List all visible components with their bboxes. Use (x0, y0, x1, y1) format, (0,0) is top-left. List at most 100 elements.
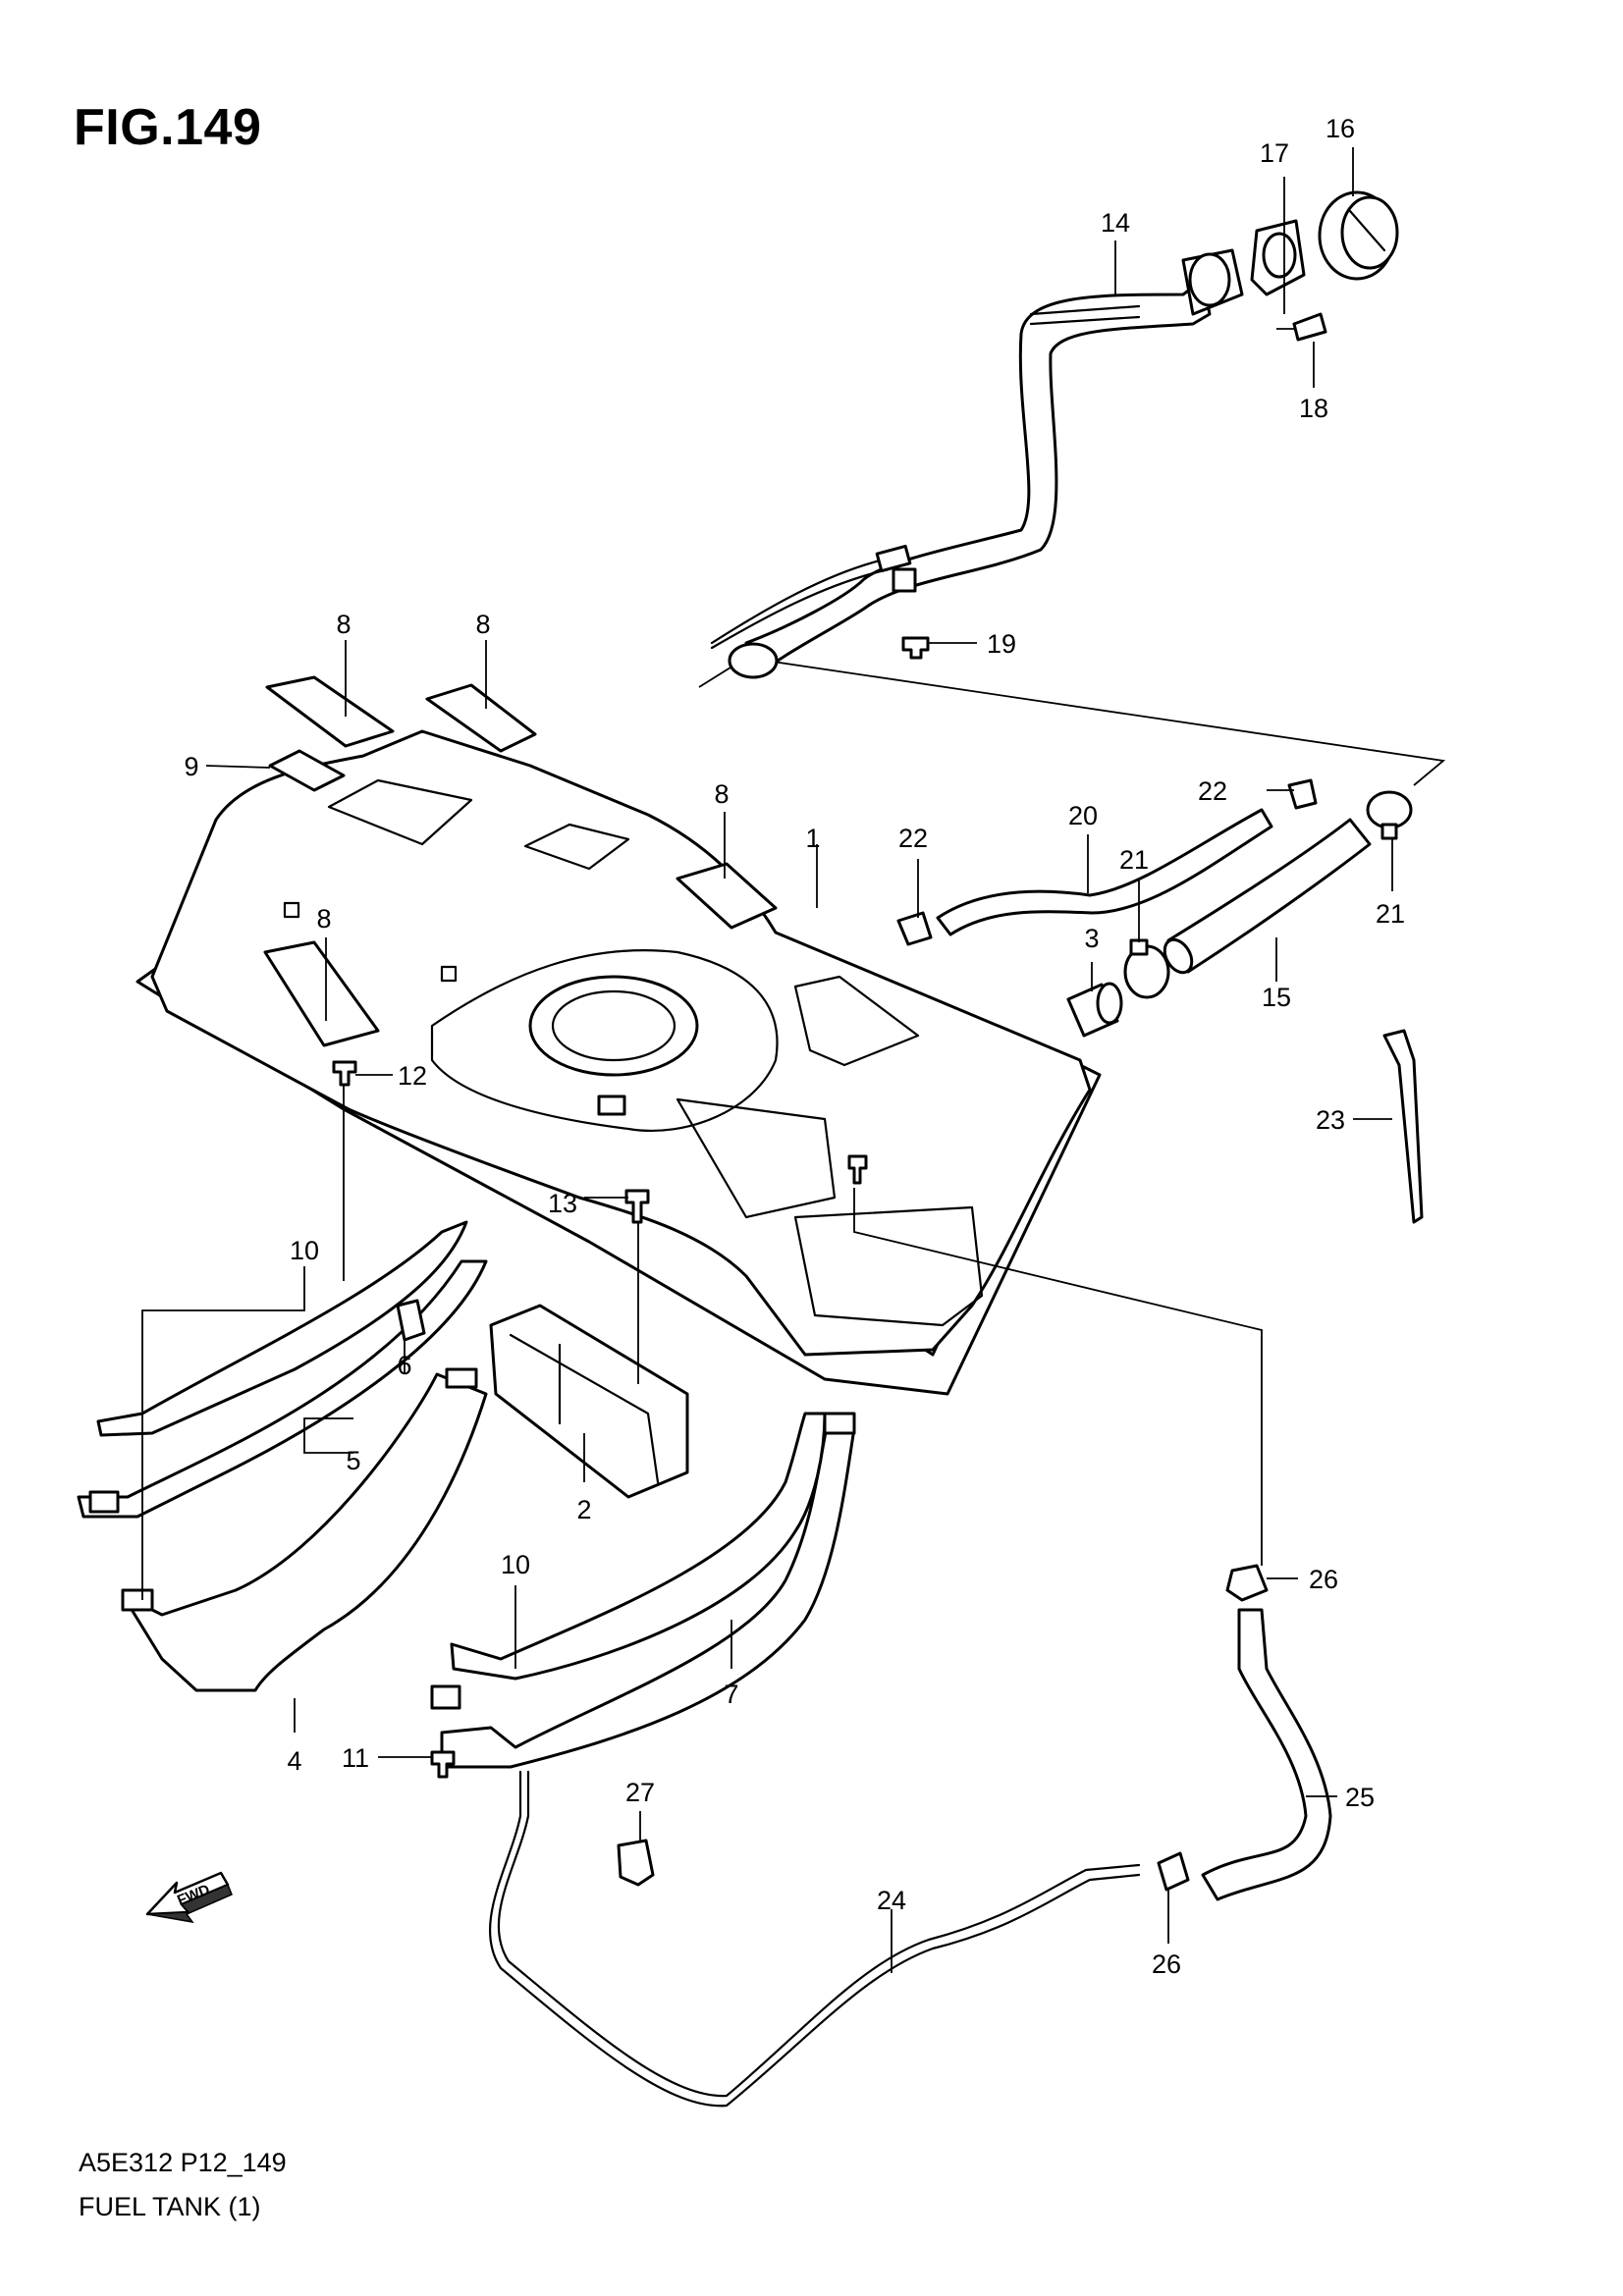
hose-20 (936, 808, 1273, 936)
clamp-21-right (1366, 790, 1413, 829)
callout-7: 7 (724, 1680, 738, 1709)
tank-connector (597, 1095, 626, 1116)
callout-24: 24 (877, 1886, 906, 1915)
leader-lines (141, 147, 1393, 1973)
protector-4-tab (121, 1588, 154, 1612)
figure-code: A5E312 P12_149 (79, 2148, 287, 2177)
callout-27: 27 (625, 1778, 655, 1807)
callout-labels: 16 17 14 18 19 8 8 9 8 1 8 22 20 22 21 2… (184, 114, 1405, 1979)
pipe-bracket-tab (892, 567, 917, 593)
tank-dome (430, 949, 779, 1132)
pad-8-right (676, 862, 778, 930)
clamp-26-bottom (1157, 1851, 1190, 1892)
pad-8-top-left (265, 675, 395, 748)
vent-pipe-24 (488, 1770, 1141, 2108)
callout-1: 1 (805, 824, 820, 853)
pad-8-side (263, 940, 380, 1047)
hose-group (896, 778, 1424, 1224)
filler-pipe (744, 278, 1212, 679)
callout-10b: 10 (501, 1550, 530, 1579)
callout-5: 5 (346, 1446, 360, 1475)
bracket-6 (396, 1299, 426, 1342)
fuel-cap-grip (1348, 209, 1386, 252)
callout-6: 6 (397, 1351, 411, 1380)
alignment-line (698, 657, 1446, 786)
callout-13: 13 (548, 1189, 577, 1218)
pad-8-top-mid (425, 683, 537, 753)
clip-27 (617, 1839, 655, 1887)
figure-title: FIG.149 (74, 99, 262, 156)
figure-name: FUEL TANK (1) (79, 2192, 261, 2221)
callout-26b: 26 (1152, 1949, 1181, 1979)
pump-opening-inner (551, 989, 676, 1062)
tank-recess-4 (676, 1097, 837, 1219)
callout-21b: 21 (1376, 899, 1405, 929)
callout-11: 11 (342, 1743, 369, 1773)
callout-19: 19 (987, 629, 1016, 659)
heat-shield-2 (489, 1304, 689, 1499)
tank-port-1 (283, 901, 300, 919)
callout-22a: 22 (898, 824, 928, 853)
callout-16: 16 (1325, 114, 1355, 143)
strap-10-upper (96, 1220, 468, 1437)
bolt-13 (624, 1189, 650, 1224)
strap-7-tab (430, 1684, 461, 1710)
tank-recess-5 (793, 1205, 984, 1327)
callout-14: 14 (1101, 208, 1130, 238)
clamp-21-left-screw (1129, 938, 1149, 956)
callout-8b: 8 (475, 610, 490, 639)
strap-5-tab (88, 1490, 120, 1514)
filler-gasket-hole (1262, 232, 1297, 279)
breather-tube (710, 558, 891, 650)
callout-17: 17 (1260, 138, 1289, 168)
filler-neck-group (698, 190, 1446, 786)
callout-26a: 26 (1309, 1565, 1338, 1594)
callout-20: 20 (1068, 801, 1098, 830)
clamp-26-top (1225, 1564, 1269, 1602)
fwd-arrow-icon: FWD (145, 1871, 233, 1924)
callout-22b: 22 (1198, 776, 1227, 806)
cable-tie-23 (1382, 1029, 1424, 1224)
fuel-tank-group (135, 675, 1102, 1396)
pad-9 (268, 749, 346, 792)
breather-tube-top (1029, 304, 1141, 326)
callout-8a: 8 (336, 610, 351, 639)
tank-recess-2 (523, 823, 630, 871)
tank-recess-1 (327, 778, 473, 846)
hose-15 (1166, 818, 1372, 974)
coupling-3-end (1096, 982, 1123, 1025)
screw-18 (1292, 312, 1327, 342)
filler-pipe-end (728, 642, 779, 679)
callout-21a: 21 (1119, 845, 1149, 875)
protector-4-top-tab (445, 1367, 478, 1389)
callout-12: 12 (398, 1061, 427, 1091)
strap-7-top-tab (823, 1412, 856, 1435)
clamp-22-top (1287, 778, 1318, 810)
clamp-21-right-screw (1380, 823, 1398, 840)
filler-neck-mouth (1188, 252, 1231, 307)
callout-23: 23 (1316, 1105, 1345, 1135)
straps-group (77, 1220, 856, 1779)
vent-leader (853, 1188, 1263, 1566)
callout-25: 25 (1345, 1783, 1375, 1812)
bolt-12 (332, 1060, 357, 1087)
tank-port-2 (440, 965, 458, 983)
vent-pipe-24-b (497, 1770, 1141, 2098)
bolt-19 (901, 636, 930, 660)
vent-line-group (488, 1188, 1332, 2108)
callout-8c: 8 (714, 779, 729, 809)
hose-25 (1201, 1608, 1332, 1901)
callout-8d: 8 (316, 904, 331, 934)
clamp-22-left (896, 911, 933, 946)
tank-recess-3 (793, 975, 920, 1067)
callout-15: 15 (1262, 983, 1291, 1012)
callout-2: 2 (576, 1495, 591, 1524)
protector-4 (121, 1372, 488, 1692)
heat-shield-2-rib (509, 1333, 660, 1484)
callout-18: 18 (1299, 394, 1328, 423)
tank-valve (847, 1154, 868, 1185)
bolt-11 (430, 1750, 456, 1779)
callout-9: 9 (184, 752, 198, 781)
